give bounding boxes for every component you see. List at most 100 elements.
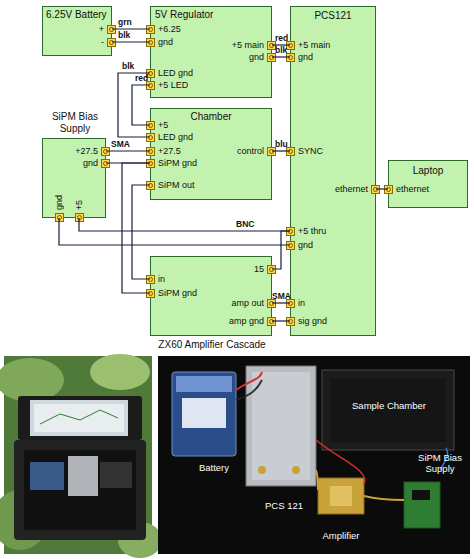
port-label: amp out <box>231 297 264 309</box>
port-pad <box>107 38 116 47</box>
wire <box>376 188 388 189</box>
port-label: SiPM gnd <box>158 287 197 299</box>
port-label: +5 LED <box>158 79 188 91</box>
port-label: amp gnd <box>229 315 264 327</box>
port-pad <box>146 133 155 142</box>
photo-label: SiPM Bias Supply <box>412 452 468 474</box>
port-pad <box>146 121 155 130</box>
wire <box>112 28 150 29</box>
port-pad <box>146 69 155 78</box>
port-pad <box>267 147 276 156</box>
port-label: sig gnd <box>298 315 327 327</box>
wire <box>79 218 290 231</box>
port-label: ethernet <box>335 183 368 195</box>
port-pad <box>101 147 110 156</box>
wire <box>118 73 150 137</box>
port-label: +5 <box>73 200 85 210</box>
wire <box>272 320 290 321</box>
port-label: gnd <box>298 51 313 63</box>
port-pad <box>146 181 155 190</box>
box-title: SiPM Bias Supply <box>41 111 109 135</box>
port-label: SiPM out <box>158 179 195 191</box>
port-pad <box>267 265 276 274</box>
wire-label: grn <box>118 17 132 27</box>
port-pad <box>286 147 295 156</box>
port-label: +6.25 <box>158 23 181 35</box>
wire-label: blk <box>118 30 130 40</box>
component-box: SiPM Bias Supply+27.5gndgnd+5 <box>42 138 106 218</box>
port-label: +27.5 <box>158 145 181 157</box>
wiring-diagram: 6.25V Battery+-5V Regulator+6.25gnd+5 ma… <box>0 0 474 352</box>
component-box: Chamber+5LED gnd +27.5SiPM gndSiPM out con… <box>150 108 272 200</box>
port-pad <box>286 299 295 308</box>
port-pad <box>55 213 64 222</box>
wire <box>272 302 290 303</box>
wire <box>122 163 150 293</box>
port-pad <box>146 25 155 34</box>
box-title: 5V Regulator <box>155 9 255 21</box>
wire <box>112 41 150 42</box>
port-label: LED gnd <box>158 131 193 143</box>
port-pad <box>267 299 276 308</box>
port-pad <box>75 213 84 222</box>
component-box: ZX60 Amplifier Cascade15inSiPM gndamp ou… <box>150 256 272 336</box>
box-title: Laptop <box>389 165 467 177</box>
wire <box>106 162 150 163</box>
port-pad <box>146 159 155 168</box>
port-label: gnd <box>158 36 173 48</box>
wire <box>272 231 290 269</box>
port-label: 15 <box>254 263 264 275</box>
component-box: 6.25V Battery +- <box>42 6 112 56</box>
port-pad <box>267 317 276 326</box>
port-pad <box>107 25 116 34</box>
wire-label: SMA <box>111 139 130 149</box>
port-pad <box>286 227 295 236</box>
wire-label: blk <box>122 61 134 71</box>
photo-label: Battery <box>186 462 242 473</box>
wire <box>132 185 150 279</box>
box-title: PCS121 <box>291 10 375 22</box>
wire-label: BNC <box>236 219 254 229</box>
port-label: +5 main <box>232 39 264 51</box>
port-label: gnd <box>83 157 98 169</box>
port-pad <box>146 275 155 284</box>
component-box: Laptop ethernet <box>388 160 468 208</box>
component-box: 5V Regulator+6.25gnd+5 maingndLED gnd+5 … <box>150 6 272 98</box>
wire <box>106 150 150 151</box>
port-pad <box>286 41 295 50</box>
port-label: - <box>101 36 104 48</box>
port-pad <box>101 159 110 168</box>
port-label: +5 thru <box>298 225 326 237</box>
port-label: ethernet <box>396 183 429 195</box>
port-label: in <box>158 273 165 285</box>
port-pad <box>267 53 276 62</box>
port-label: control <box>237 145 264 157</box>
port-pad <box>371 185 380 194</box>
photo-label: Sample Chamber <box>334 400 444 411</box>
kit-photo <box>158 356 470 554</box>
photo-label: PCS 121 <box>254 500 314 511</box>
wire <box>59 218 290 245</box>
port-label: SiPM gnd <box>158 157 197 169</box>
port-label: SYNC <box>298 145 323 157</box>
box-title: Chamber <box>151 111 271 123</box>
port-pad <box>146 38 155 47</box>
port-label: LED gnd <box>158 67 193 79</box>
port-label: + <box>99 23 104 35</box>
wire <box>272 56 290 57</box>
port-pad <box>286 53 295 62</box>
port-pad <box>384 185 393 194</box>
photo-label: Amplifier <box>306 530 376 541</box>
box-title: ZX60 Amplifier Cascade <box>131 339 293 351</box>
port-label: +5 main <box>298 39 330 51</box>
port-pad <box>286 241 295 250</box>
box-title: 6.25V Battery <box>46 9 112 21</box>
port-pad <box>267 41 276 50</box>
port-label: +27.5 <box>75 145 98 157</box>
component-box: PCS121+5 maingndSYNCethernet+5 thrugndin… <box>290 6 376 336</box>
port-label: +5 <box>158 119 168 131</box>
field-photo <box>0 354 162 558</box>
port-pad <box>146 81 155 90</box>
port-pad <box>146 147 155 156</box>
wire <box>272 44 290 45</box>
